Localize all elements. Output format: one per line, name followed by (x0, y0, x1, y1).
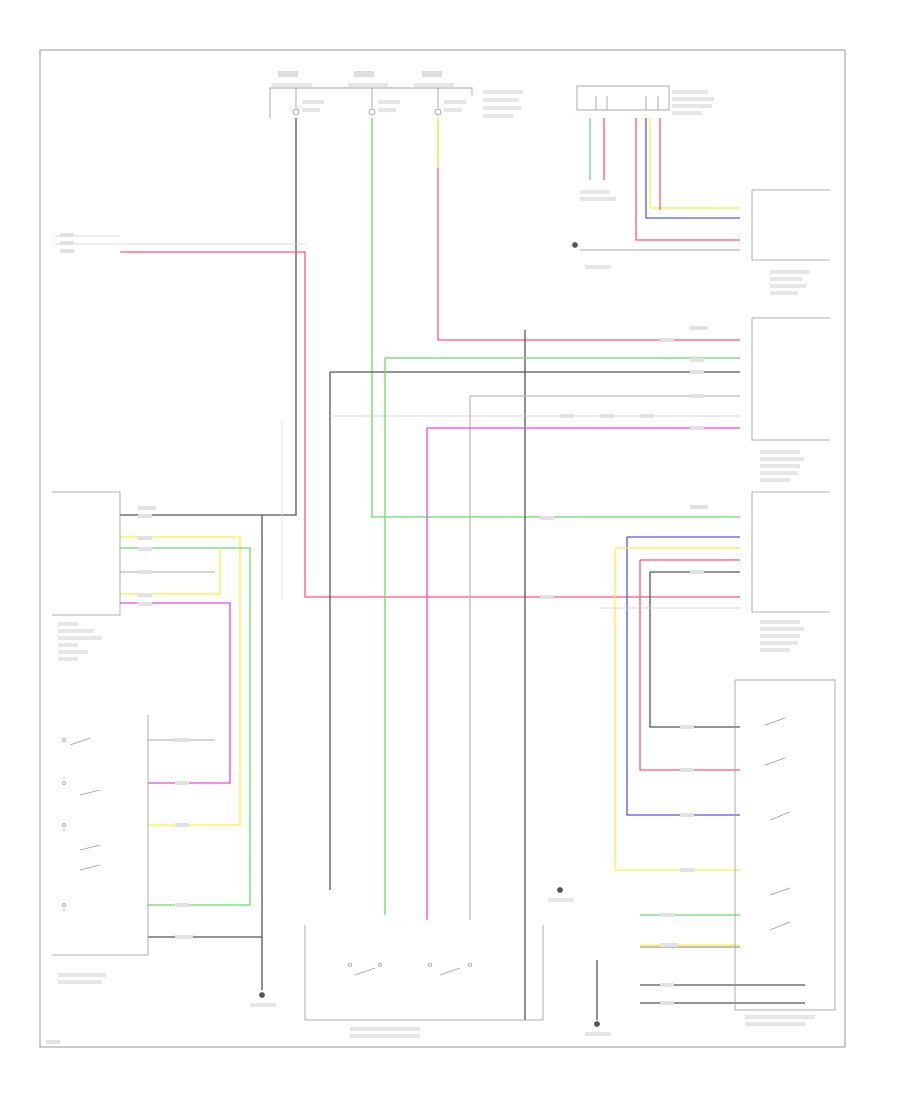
diagram-frame (39, 49, 846, 1048)
wires (55, 118, 805, 1020)
left-rear-switch-label (58, 973, 106, 984)
corner-mark (46, 1040, 60, 1044)
ground-symbols (259, 242, 600, 1027)
right-front-switch-label (745, 1015, 815, 1026)
left-rear-door-module (52, 491, 121, 616)
power-sources (269, 87, 473, 118)
top-right-connector (576, 85, 670, 111)
left-rear-module-label (58, 622, 102, 661)
wire-color-tags (60, 233, 708, 1005)
rear-right-switch-label (350, 1027, 420, 1038)
left-rear-power-window-switch (52, 715, 149, 956)
rear-right-power-window-switch (304, 925, 544, 1021)
right-module-labels (760, 270, 810, 652)
right-front-door-module-upper (751, 189, 830, 613)
right-front-power-window-switch (734, 679, 836, 1011)
power-source-labels (272, 71, 523, 118)
ground-labels (250, 190, 616, 1036)
top-right-connector-labels (672, 90, 714, 115)
